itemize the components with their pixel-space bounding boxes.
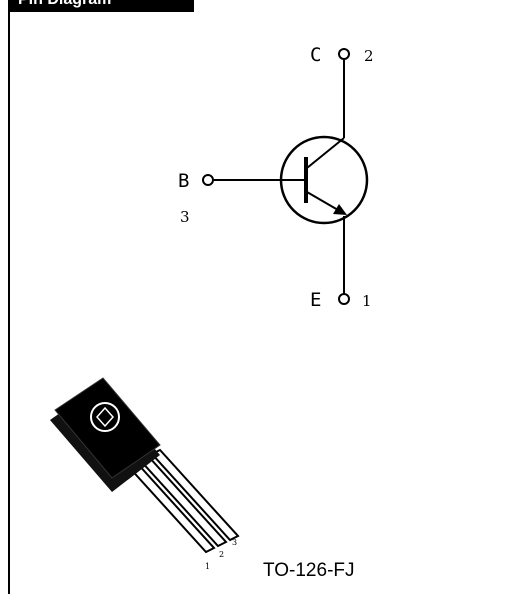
package-name-label: TO-126-FJ xyxy=(263,560,355,581)
collector-terminal xyxy=(338,48,350,60)
package-pin-2: 2 xyxy=(219,550,224,559)
base-terminal xyxy=(202,174,214,186)
emitter-letter: E xyxy=(310,289,321,311)
base-number: 3 xyxy=(180,208,190,226)
emitter-arrow xyxy=(333,204,347,215)
header-bar: Pin Diagram xyxy=(8,0,194,12)
package-pin-3: 3 xyxy=(232,538,237,547)
logo-icon xyxy=(95,406,115,428)
emitter-number: 1 xyxy=(362,292,372,310)
collector-number: 2 xyxy=(364,47,374,65)
collector-diagonal xyxy=(306,137,345,169)
emitter-terminal xyxy=(338,293,350,305)
frame-left-border xyxy=(8,0,10,594)
mounting-hole-icon xyxy=(90,402,120,432)
collector-letter: C xyxy=(310,44,321,66)
header-title: Pin Diagram xyxy=(18,0,111,9)
base-letter: B xyxy=(178,170,189,192)
emitter-diagonal xyxy=(306,191,339,211)
package-pin-1: 1 xyxy=(205,562,210,571)
